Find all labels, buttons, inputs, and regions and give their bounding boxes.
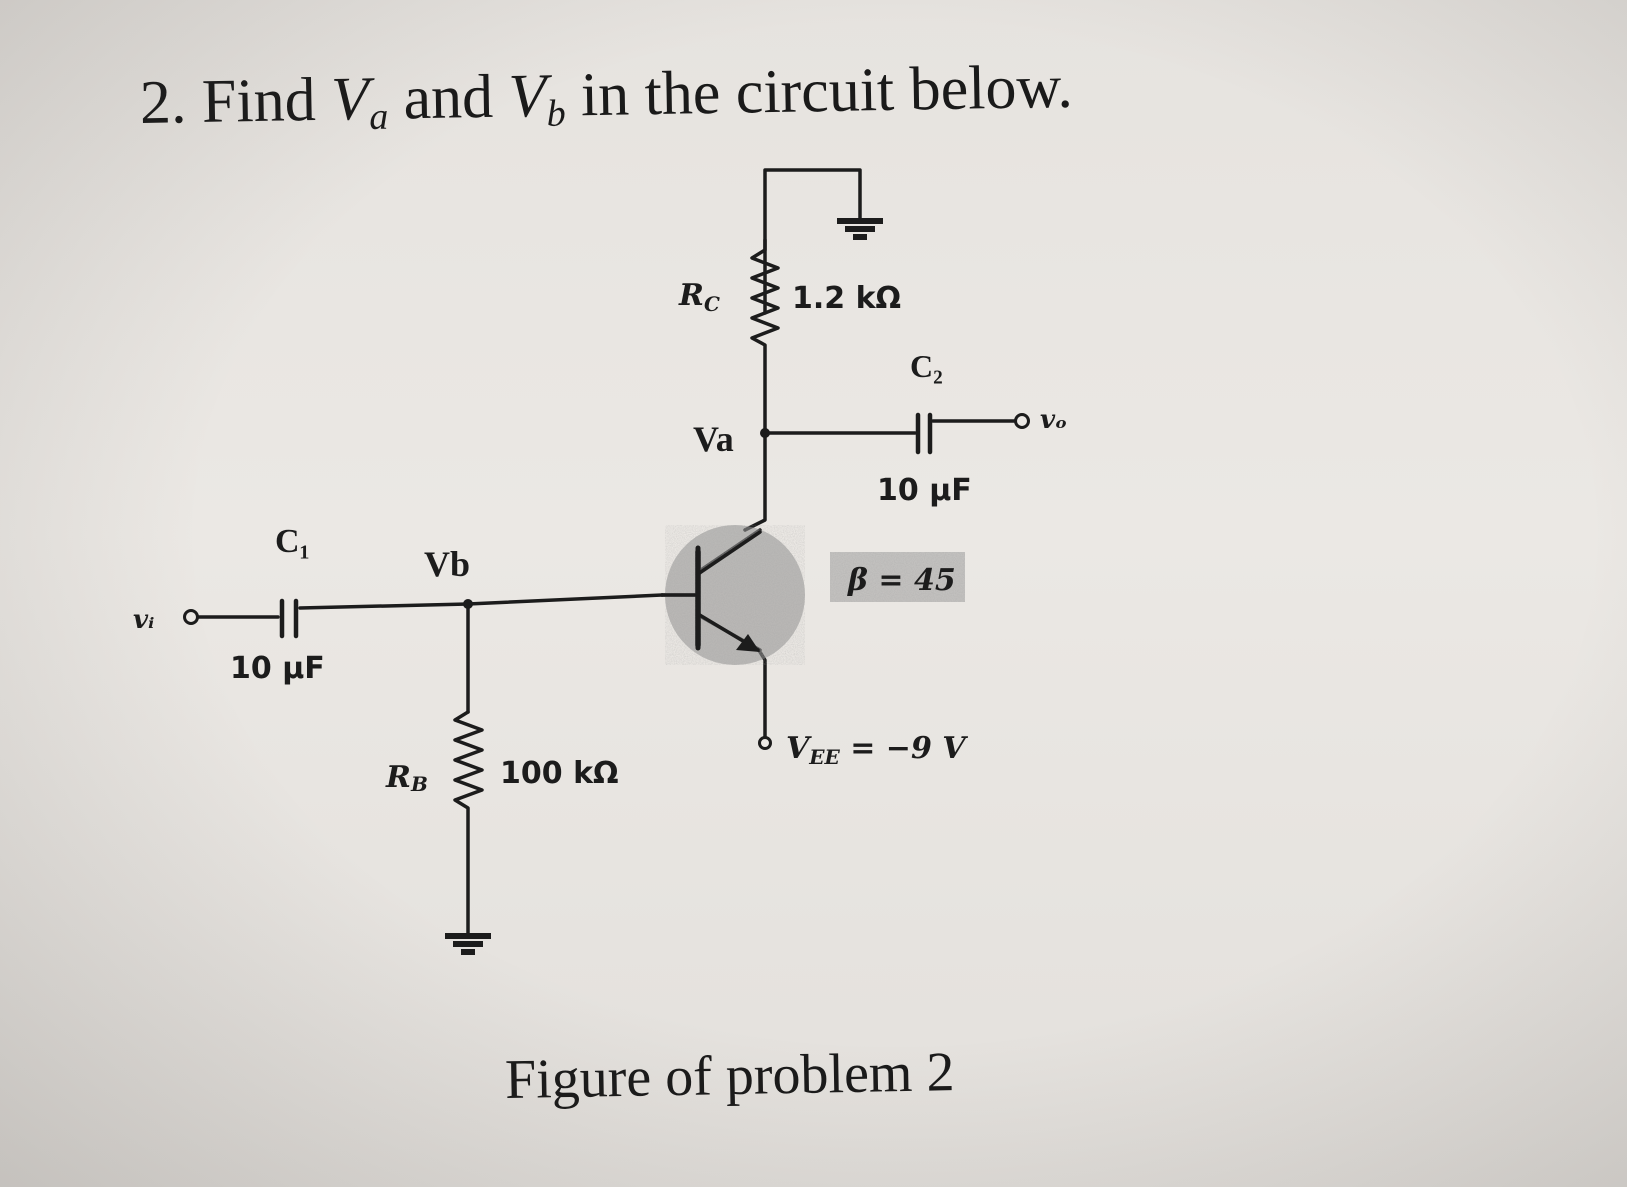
beta-label: β = 45 bbox=[847, 563, 956, 598]
va-label: Va bbox=[693, 419, 734, 459]
ground-icon-top bbox=[837, 218, 883, 240]
vb-label: Vb bbox=[424, 544, 470, 584]
rc-value: 1.2 kΩ bbox=[792, 281, 901, 316]
c2-value: 10 µF bbox=[877, 473, 972, 508]
junction-va bbox=[760, 428, 770, 438]
rc-label: RC bbox=[678, 278, 720, 316]
rb-value: 100 kΩ bbox=[500, 756, 619, 791]
c2-label: C₂ bbox=[910, 348, 943, 384]
rb-label: RB bbox=[385, 760, 428, 796]
emitter-arrow-icon bbox=[736, 634, 760, 652]
vi-terminal-icon bbox=[183, 609, 199, 625]
figure-caption: Figure of problem 2 bbox=[504, 1041, 955, 1111]
vi-label: vᵢ bbox=[133, 605, 154, 635]
rc-resistor-icon bbox=[750, 238, 780, 432]
c1-capacitor-icon bbox=[279, 598, 299, 639]
junction-vb bbox=[463, 599, 473, 609]
wire-emitter bbox=[758, 650, 767, 740]
wire-collector bbox=[743, 428, 767, 532]
rb-resistor-icon bbox=[453, 710, 484, 937]
c1-value: 10 µF bbox=[230, 651, 325, 686]
vo-terminal-icon bbox=[1014, 413, 1030, 429]
wire-c1-base bbox=[298, 593, 664, 610]
ground-icon-bottom bbox=[445, 933, 491, 955]
vee-terminal-icon bbox=[758, 736, 772, 750]
vee-label: VEE = −9 V bbox=[786, 731, 968, 769]
vo-label: vₒ bbox=[1040, 405, 1067, 435]
c1-label: C₁ bbox=[275, 523, 310, 560]
c2-capacitor-icon bbox=[915, 412, 933, 455]
